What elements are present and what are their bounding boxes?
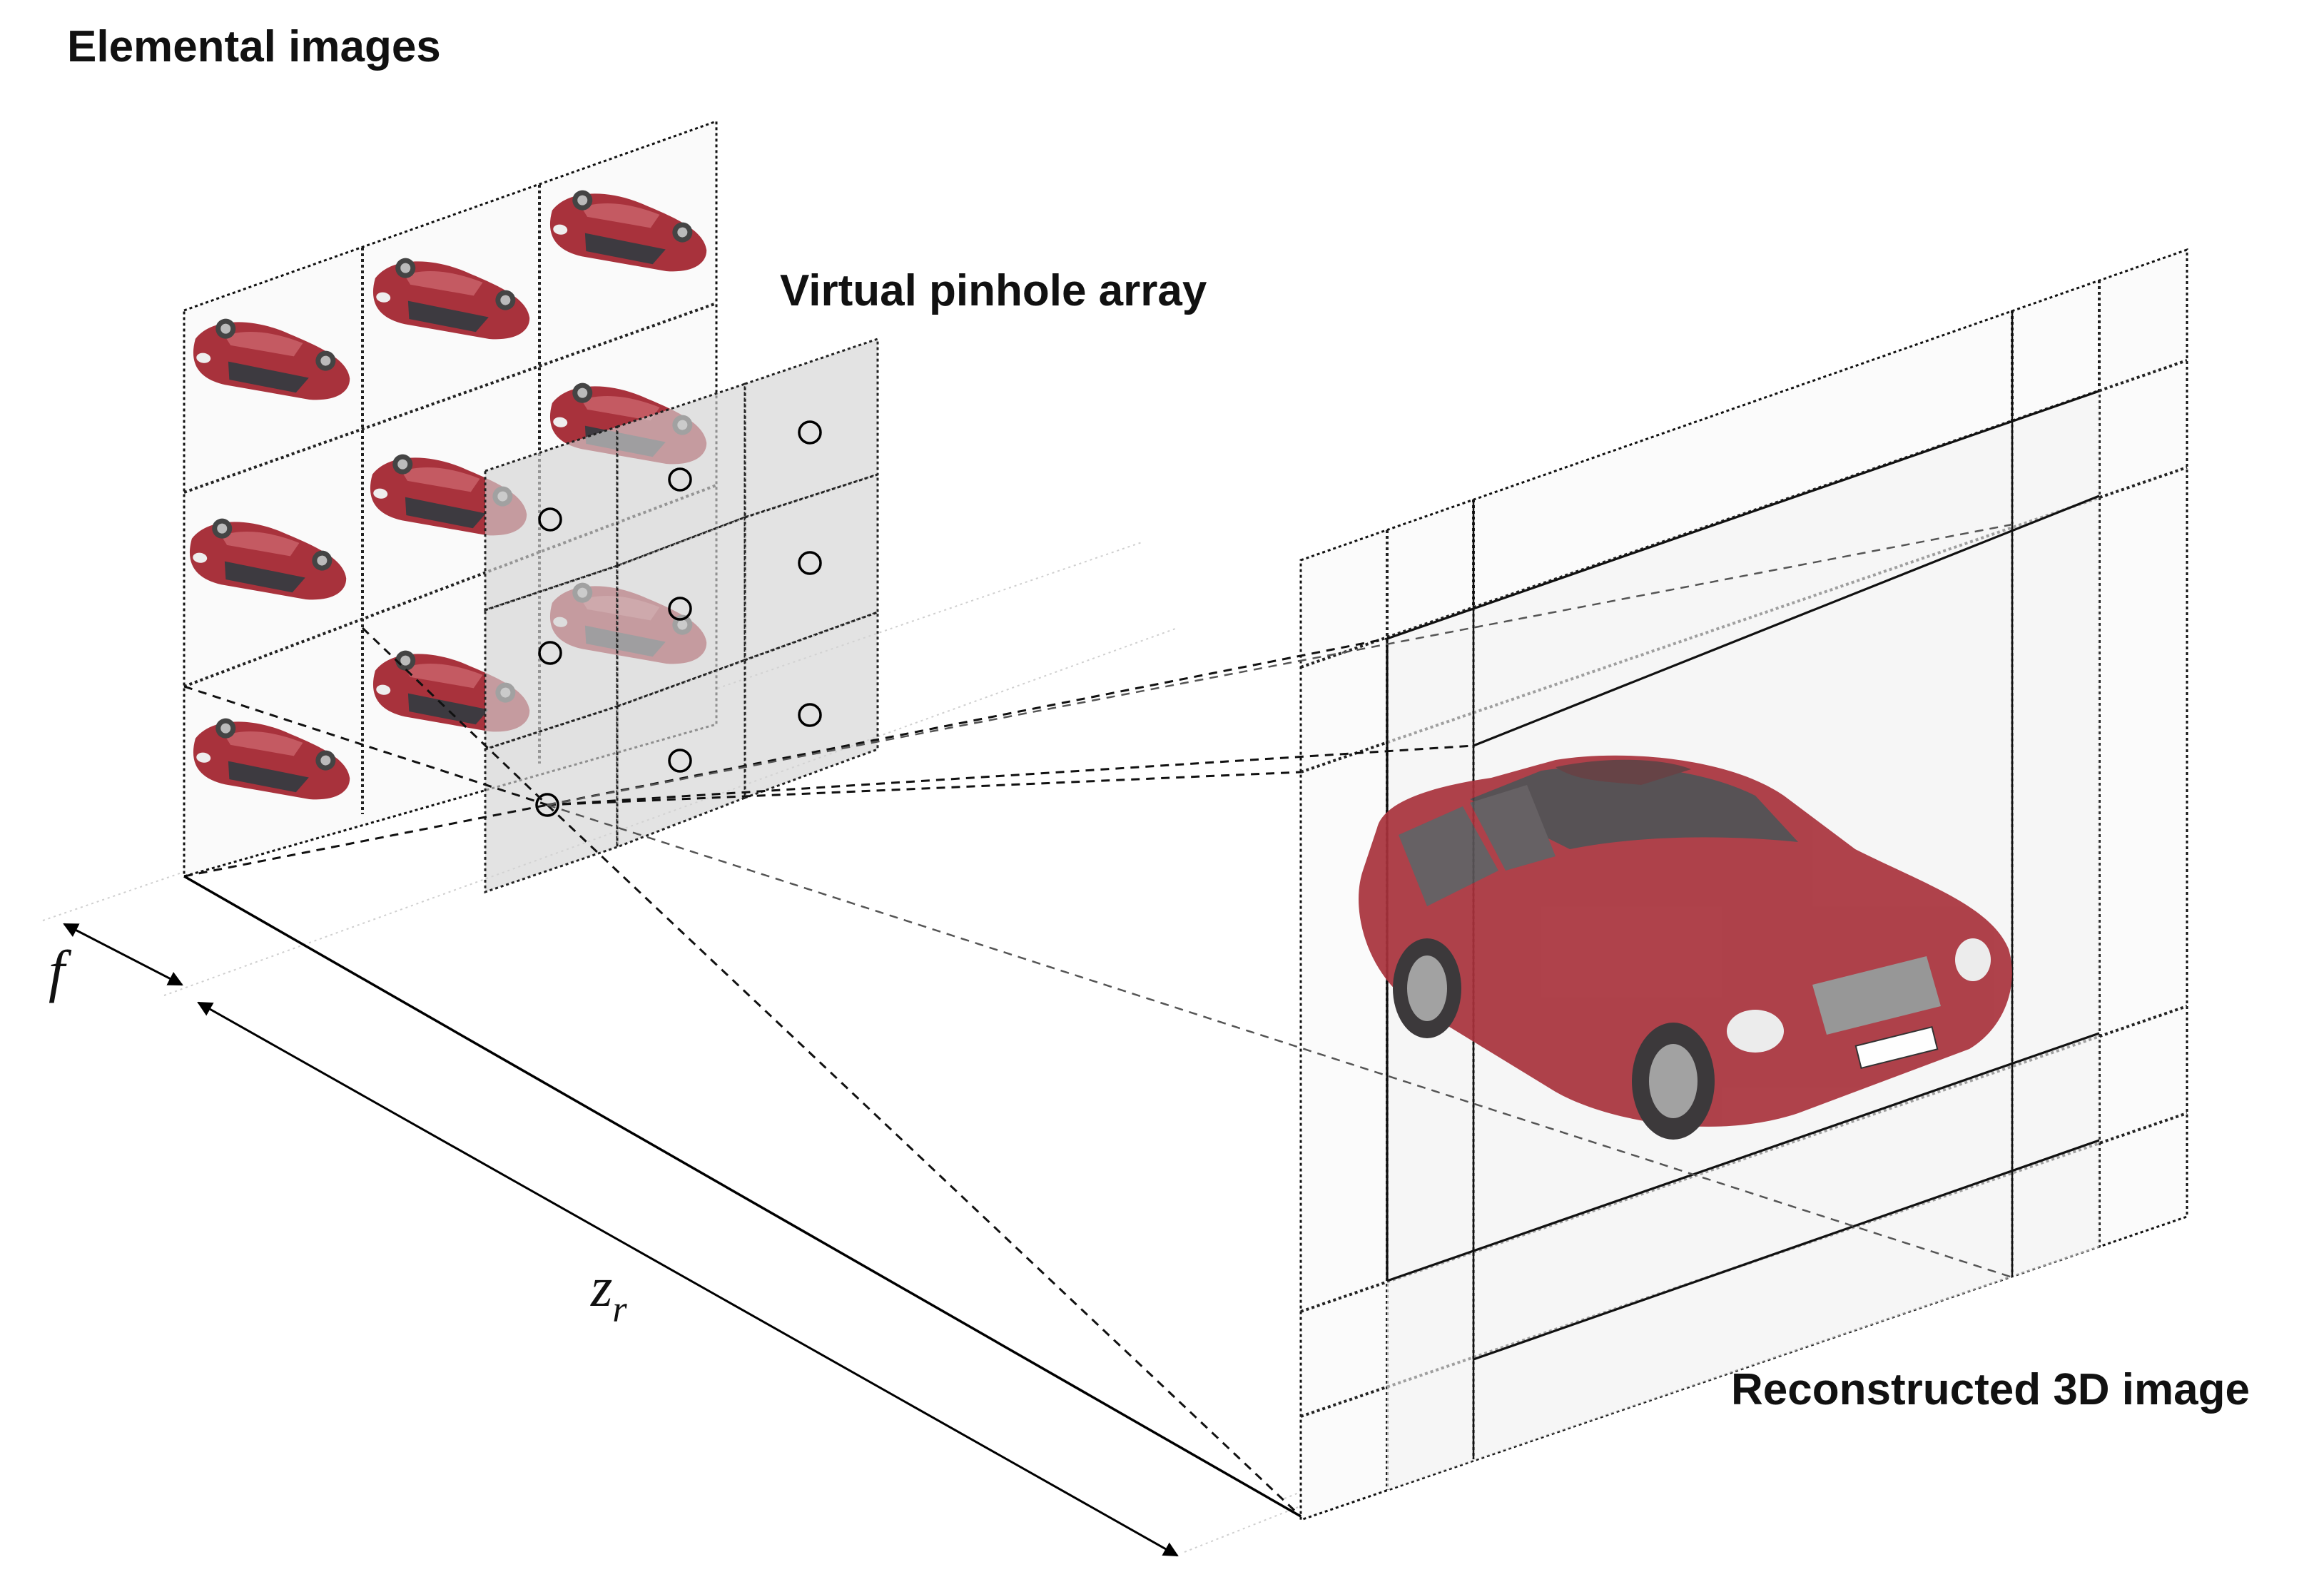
focal-length-label: f bbox=[49, 938, 72, 1003]
pinhole bbox=[668, 467, 692, 492]
pinhole bbox=[538, 641, 562, 665]
virtual-pinhole-array-label: Virtual pinhole array bbox=[780, 266, 1207, 315]
reconstructed-car-image bbox=[1359, 755, 2012, 1140]
pinhole bbox=[538, 507, 562, 532]
pinhole bbox=[798, 703, 822, 727]
pinhole bbox=[798, 420, 822, 445]
zr-subscript: r bbox=[612, 1289, 627, 1330]
pinhole bbox=[668, 749, 692, 773]
dimension-f bbox=[63, 923, 183, 986]
dimension-zr bbox=[183, 875, 1301, 1557]
reconstruction-distance-label: zr bbox=[590, 1256, 627, 1330]
pinhole bbox=[535, 793, 559, 817]
pinhole bbox=[668, 597, 692, 621]
projection-rays bbox=[183, 523, 2013, 1518]
elemental-images-label: Elemental images bbox=[67, 22, 441, 71]
virtual-pinhole-array bbox=[484, 337, 879, 894]
pinhole bbox=[798, 551, 822, 575]
zr-base: z bbox=[590, 1256, 612, 1318]
reconstructed-3d-image-label: Reconstructed 3D image bbox=[1731, 1365, 2250, 1414]
